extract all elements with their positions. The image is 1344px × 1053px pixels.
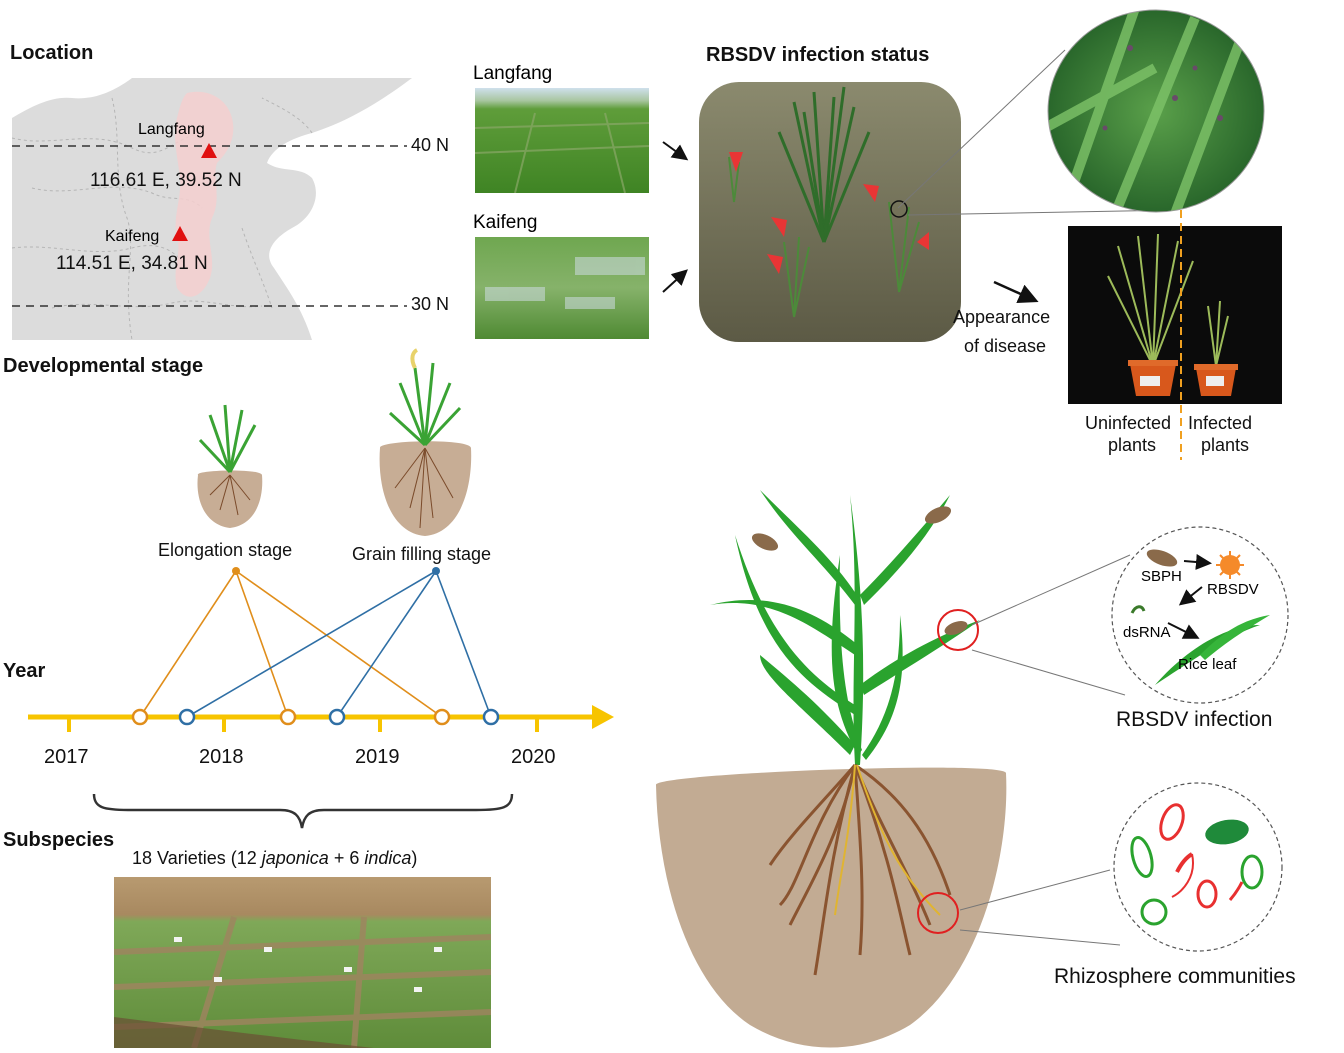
infection-photo xyxy=(699,82,961,342)
photo-langfang xyxy=(475,88,649,193)
elongation-plant-icon xyxy=(197,404,263,528)
year-brace xyxy=(92,793,514,829)
location-title: Location xyxy=(10,42,94,64)
uninfected-label-1: Uninfected xyxy=(1085,413,1172,433)
appearance-label-1: Appearance xyxy=(953,307,1051,327)
leaf-closeup xyxy=(1047,9,1265,213)
arrows-to-infection xyxy=(662,141,689,293)
site-kaifeng-coords: 114.51 E, 34.81 N xyxy=(56,253,208,274)
year-2017: 2017 xyxy=(44,746,89,768)
rbsdv-label: RBSDV xyxy=(1207,581,1259,598)
rice-leaf-label: Rice leaf xyxy=(1178,656,1237,673)
appearance-arrow xyxy=(993,280,1039,303)
year-2018: 2018 xyxy=(199,746,244,768)
varieties-label: 18 Varieties (12 japonica + 6 indica) xyxy=(132,848,417,869)
zoom-lines xyxy=(897,49,1176,216)
rhizosphere-circle xyxy=(1113,782,1283,952)
infected-label-1: Infected xyxy=(1188,413,1253,433)
indica-label: indica xyxy=(364,848,412,868)
site-kaifeng-name: Kaifeng xyxy=(105,228,160,245)
latitude-30-label: 30 N xyxy=(411,294,450,314)
elongation-stage-label: Elongation stage xyxy=(158,540,293,560)
grain-filling-plant-icon xyxy=(379,348,472,536)
latitude-40-label: 40 N xyxy=(411,135,450,155)
varieties-middle: + 6 xyxy=(328,848,365,868)
infection-status-title: RBSDV infection status xyxy=(706,44,930,66)
subspecies-title: Subspecies xyxy=(3,829,115,851)
rbsdv-infection-caption: RBSDV infection xyxy=(1116,708,1273,731)
rice-plant-soil-illustration xyxy=(655,490,1007,1048)
infection-cycle-circle xyxy=(1111,526,1289,704)
divider-dashed xyxy=(1180,210,1182,460)
varieties-suffix: ) xyxy=(411,848,418,868)
sbph-label: SBPH xyxy=(1141,568,1182,585)
varieties-prefix: 18 Varieties (12 xyxy=(132,848,262,868)
photo-kaifeng xyxy=(475,237,649,339)
japonica-label: japonica xyxy=(261,848,329,868)
photo-kaifeng-label: Kaifeng xyxy=(473,212,538,233)
uninfected-label-2: plants xyxy=(1108,435,1157,455)
timeline-chart xyxy=(28,567,614,732)
varieties-field-photo xyxy=(114,877,491,1048)
dsrna-label: dsRNA xyxy=(1123,624,1171,641)
grain-filling-stage-label: Grain filling stage xyxy=(352,544,492,564)
photo-langfang-label: Langfang xyxy=(473,63,553,84)
year-2019: 2019 xyxy=(355,746,400,768)
site-langfang-coords: 116.61 E, 39.52 N xyxy=(90,170,242,191)
rhizosphere-caption: Rhizosphere communities xyxy=(1054,965,1296,988)
year-2020: 2020 xyxy=(511,746,556,768)
developmental-stage-title: Developmental stage xyxy=(3,355,204,377)
location-map xyxy=(12,78,412,340)
infected-label-2: plants xyxy=(1201,435,1250,455)
potted-plants-photo xyxy=(1068,226,1282,404)
year-title: Year xyxy=(3,660,46,682)
appearance-label-2: of disease xyxy=(964,336,1047,356)
site-langfang-name: Langfang xyxy=(138,121,205,138)
zoom-connectors-lower xyxy=(960,554,1131,946)
